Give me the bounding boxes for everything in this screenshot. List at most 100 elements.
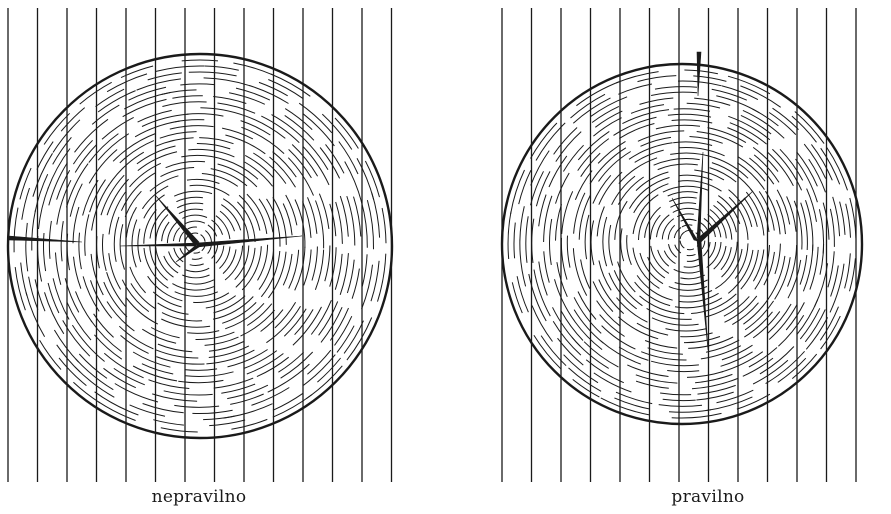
growth-ring: [560, 310, 584, 341]
growth-ring: [644, 206, 661, 238]
growth-ring: [25, 222, 29, 272]
growth-ring: [678, 174, 713, 181]
growth-ring: [758, 191, 775, 231]
growth-ring: [141, 363, 174, 375]
growth-ring: [269, 156, 296, 188]
growth-ring: [667, 113, 712, 118]
growth-ring: [572, 97, 611, 124]
growth-ring: [614, 200, 628, 240]
growth-ring: [260, 250, 281, 298]
growth-ring: [818, 209, 825, 254]
growth-ring: [772, 107, 799, 130]
growth-ring: [168, 251, 181, 268]
growth-ring: [709, 167, 737, 183]
growth-ring: [122, 98, 167, 118]
growth-ring: [826, 147, 848, 191]
growth-ring: [680, 274, 706, 280]
growth-ring: [728, 115, 771, 141]
growth-ring: [601, 325, 636, 350]
growth-ring: [596, 300, 621, 327]
growth-ring: [667, 370, 700, 373]
growth-ring: [622, 109, 670, 125]
growth-ring: [608, 272, 637, 310]
growth-ring: [215, 215, 231, 240]
growth-ring: [225, 302, 265, 330]
growth-ring: [364, 160, 380, 198]
growth-ring: [630, 104, 665, 114]
growth-ring: [530, 150, 550, 186]
growth-ring: [272, 392, 304, 411]
growth-ring: [119, 140, 155, 164]
growth-ring: [69, 183, 83, 217]
growth-ring: [84, 214, 90, 256]
growth-ring: [169, 125, 214, 130]
growth-ring: [193, 251, 201, 254]
growth-ring: [44, 292, 65, 335]
growth-ring: [13, 207, 19, 253]
growth-ring: [222, 198, 250, 239]
wood-crack: [195, 235, 303, 248]
growth-ring: [173, 119, 205, 123]
growth-ring: [75, 358, 114, 391]
growth-ring: [172, 227, 181, 242]
growth-ring: [829, 208, 835, 247]
growth-ring: [186, 113, 224, 117]
growth-ring: [142, 328, 177, 344]
growth-ring: [129, 266, 146, 294]
growth-ring: [644, 340, 678, 349]
growth-ring: [518, 169, 532, 205]
growth-ring: [540, 335, 567, 367]
growth-ring: [346, 317, 373, 361]
growth-ring: [100, 174, 125, 216]
growth-ring: [654, 86, 698, 90]
growth-ring: [219, 210, 235, 232]
growth-ring: [256, 356, 290, 378]
growth-ring: [706, 339, 740, 353]
growth-ring: [315, 200, 325, 249]
growth-ring: [361, 254, 368, 287]
growth-ring: [246, 303, 273, 326]
growth-ring: [161, 312, 203, 322]
growth-ring: [616, 71, 659, 84]
growth-ring: [43, 112, 71, 145]
growth-ring: [651, 317, 699, 326]
growth-ring: [776, 199, 786, 235]
growth-ring: [192, 409, 233, 415]
growth-ring: [754, 244, 770, 290]
growth-ring: [190, 232, 199, 235]
growth-ring: [543, 195, 553, 243]
growth-ring: [132, 365, 178, 382]
growth-ring: [266, 305, 301, 344]
growth-ring: [572, 248, 588, 296]
growth-ring: [338, 141, 359, 175]
growth-ring: [213, 96, 247, 104]
wood-crack: [696, 51, 702, 97]
growth-ring: [516, 276, 529, 313]
growth-ring: [619, 123, 655, 139]
growth-ring: [513, 222, 516, 259]
growth-ring: [613, 116, 657, 136]
growth-ring: [794, 111, 825, 144]
growth-ring: [655, 124, 701, 130]
growth-ring: [103, 281, 128, 318]
growth-ring: [734, 243, 749, 279]
growth-ring: [160, 427, 198, 433]
growth-ring: [665, 328, 707, 332]
growth-ring: [694, 97, 731, 106]
growth-ring: [120, 172, 156, 211]
growth-ring: [118, 325, 154, 350]
growth-ring: [172, 95, 203, 99]
growth-ring: [238, 194, 261, 231]
growth-ring: [125, 206, 137, 238]
growth-ring: [310, 300, 332, 335]
growth-ring: [178, 379, 224, 384]
growth-ring: [533, 269, 551, 317]
growth-ring: [56, 344, 81, 373]
growth-ring: [53, 329, 79, 363]
growth-ring: [129, 162, 162, 188]
growth-ring: [215, 245, 225, 264]
growth-ring: [336, 325, 355, 353]
growth-ring: [113, 367, 145, 386]
growth-ring: [120, 65, 154, 79]
growth-ring: [727, 249, 754, 294]
